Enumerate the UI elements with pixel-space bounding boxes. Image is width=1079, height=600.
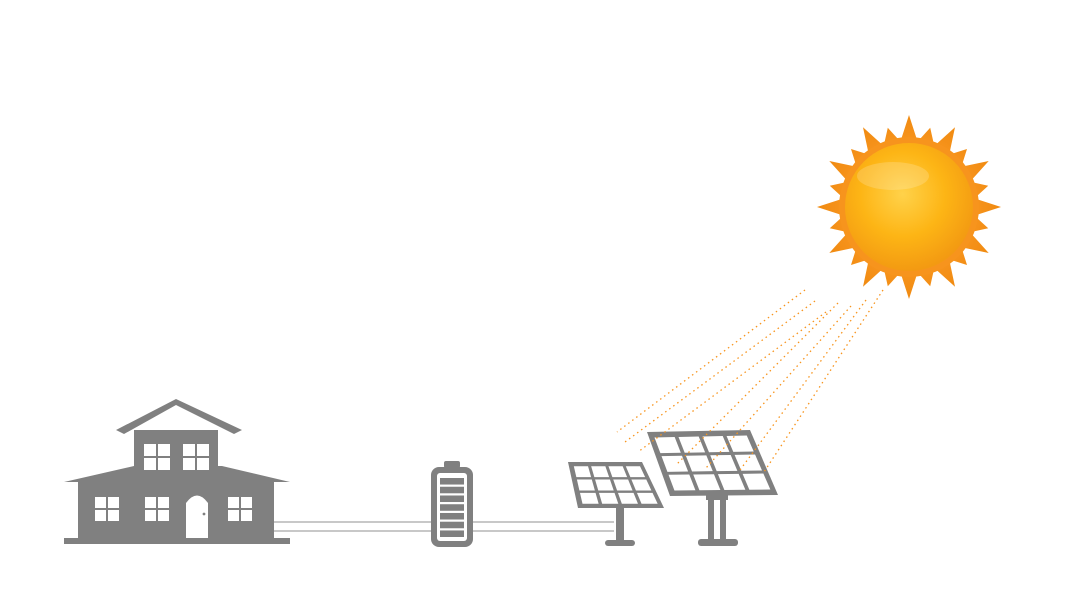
battery-charge-bar bbox=[440, 521, 464, 529]
solar-cell bbox=[668, 474, 696, 491]
battery-icon bbox=[431, 461, 473, 547]
battery-charge-bar bbox=[440, 495, 464, 503]
battery-charge-bar bbox=[440, 504, 464, 511]
solar-cell bbox=[685, 455, 713, 472]
solar-cell bbox=[654, 437, 681, 454]
solar-cell bbox=[613, 479, 633, 491]
battery-charge-bar bbox=[440, 486, 464, 494]
wire-battery-to-panel bbox=[472, 521, 614, 532]
solar-cell bbox=[742, 473, 771, 490]
solar-cell bbox=[678, 436, 706, 453]
solar-cell bbox=[573, 466, 592, 478]
sun-icon bbox=[817, 115, 1001, 299]
wire-house-to-battery bbox=[272, 521, 432, 532]
solar-cell bbox=[693, 474, 721, 491]
battery-charge-bar bbox=[440, 512, 464, 520]
battery-charge-bar bbox=[440, 530, 464, 537]
solar-cell bbox=[726, 435, 754, 452]
solar-panel-large bbox=[647, 430, 778, 546]
solar-cell bbox=[591, 466, 610, 478]
solar-cell bbox=[661, 455, 689, 472]
solar-panel-small bbox=[568, 462, 664, 546]
house-icon bbox=[64, 399, 290, 544]
solar-cell bbox=[717, 473, 746, 490]
battery-charge-bars bbox=[440, 478, 464, 537]
solar-cell bbox=[702, 436, 730, 453]
solar-panel-icon bbox=[568, 462, 664, 546]
solar-cell bbox=[734, 454, 763, 471]
solar-cell bbox=[598, 492, 619, 504]
solar-cell bbox=[579, 492, 599, 504]
solar-cell bbox=[636, 492, 658, 504]
solar-cell bbox=[595, 479, 614, 491]
solar-panel-icon bbox=[647, 430, 778, 546]
solar-cell bbox=[617, 492, 638, 504]
battery-charge-bar bbox=[440, 478, 464, 485]
light-beams bbox=[616, 289, 884, 473]
solar-cell bbox=[576, 479, 595, 491]
solar-cell bbox=[710, 454, 738, 472]
solar-cell bbox=[608, 466, 628, 478]
solar-cell bbox=[625, 466, 646, 478]
solar-cell bbox=[631, 479, 652, 491]
